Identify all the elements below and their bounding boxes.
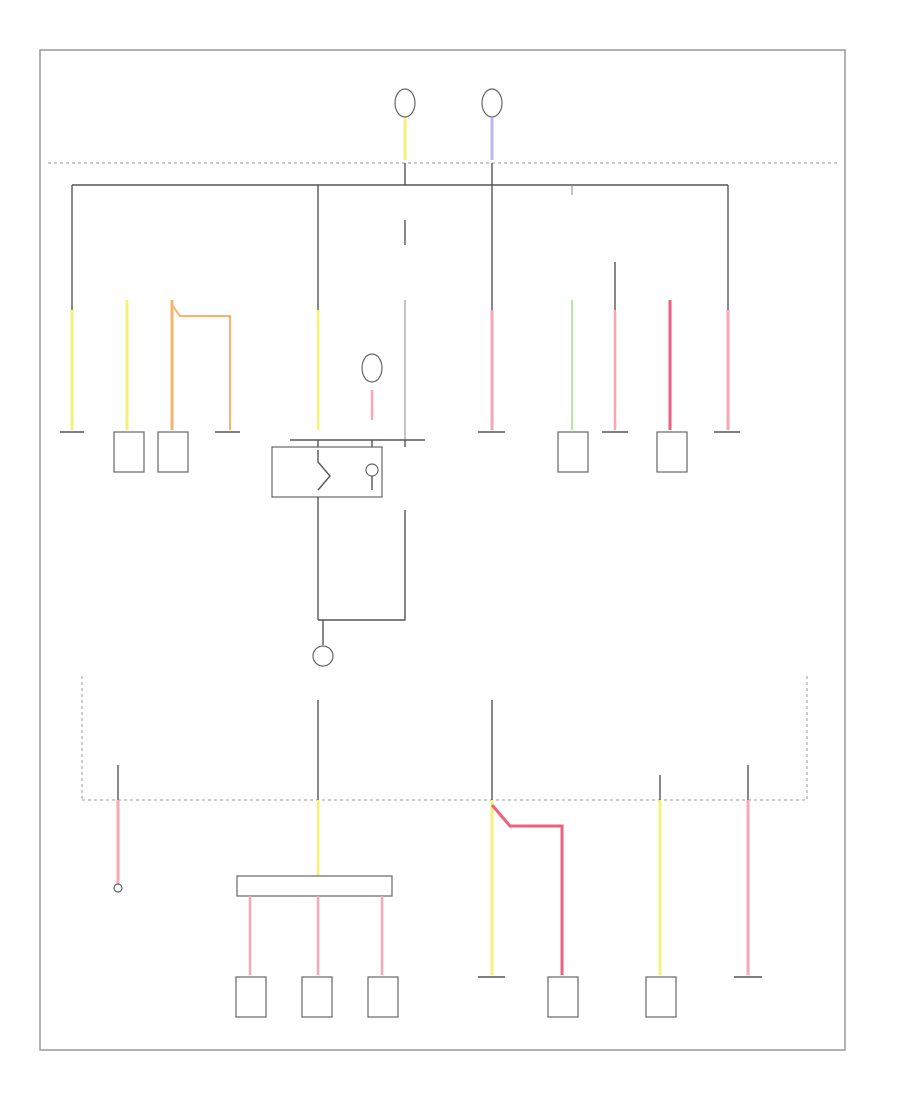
top-connector-right — [481, 88, 503, 160]
lower-components — [235, 976, 762, 1018]
splice-ground — [312, 645, 334, 667]
top-bus — [71, 163, 729, 310]
component-box — [113, 431, 145, 473]
diagram-frame — [39, 49, 846, 1051]
top-connector-left — [394, 88, 416, 160]
lower-stubs — [117, 700, 749, 800]
component-box — [367, 976, 399, 1018]
component-box — [547, 976, 579, 1018]
relay-connector — [361, 353, 383, 383]
component-box — [656, 431, 688, 473]
upper-wires — [70, 300, 730, 440]
lower-boundary — [81, 676, 808, 801]
component-box — [157, 431, 189, 473]
ground-icon — [113, 883, 123, 893]
upper-components — [60, 431, 740, 473]
component-box — [235, 976, 267, 1018]
component-box — [645, 976, 677, 1018]
relay-block — [271, 353, 425, 498]
lower-wires — [116, 800, 750, 975]
component-box — [301, 976, 333, 1018]
relay-output-wires — [312, 497, 406, 667]
component-box — [557, 431, 589, 473]
lower-splice — [236, 875, 393, 975]
